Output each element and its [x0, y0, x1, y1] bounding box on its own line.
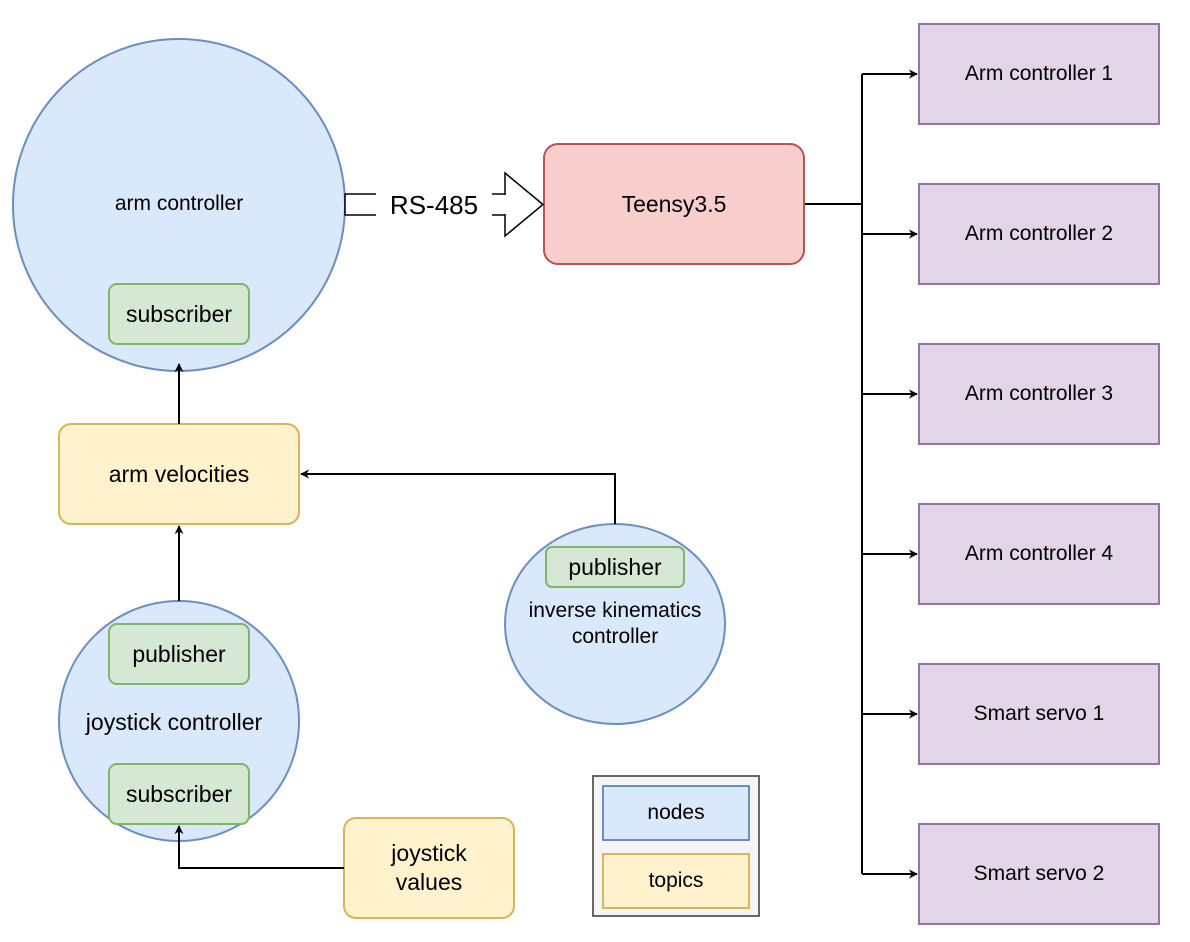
device-box-4	[918, 503, 1160, 605]
device-label-5: Smart servo 1	[973, 701, 1105, 725]
arrow-values-to-joystick	[174, 825, 344, 869]
legend-topics-swatch	[602, 853, 750, 909]
device-box-2	[918, 183, 1160, 285]
arm-velocities-label: arm velocities	[108, 460, 250, 487]
device-box-5	[918, 663, 1160, 765]
joystick-publisher-box	[108, 623, 250, 685]
joystick-subscriber-box	[108, 763, 250, 825]
rs485-label: RS-485	[376, 186, 492, 224]
legend-nodes-swatch	[602, 785, 750, 841]
device-label-1: Arm controller 1	[964, 61, 1114, 85]
device-box-6	[918, 823, 1160, 925]
device-label-4: Arm controller 4	[964, 541, 1114, 565]
ik-controller-label: inverse kinematics controller	[528, 598, 702, 648]
legend-nodes-label: nodes	[647, 800, 705, 824]
device-box-1	[918, 23, 1160, 125]
joystick-publisher-label: publisher	[132, 640, 226, 667]
arm-controller-subscriber-box	[108, 283, 250, 345]
joystick-subscriber-label: subscriber	[125, 780, 233, 807]
ik-publisher-label: publisher	[568, 553, 662, 580]
joystick-values-label: joystick values	[391, 840, 467, 895]
rs485-arrow-head	[504, 171, 545, 238]
device-label-6: Smart servo 2	[973, 861, 1105, 885]
device-box-3	[918, 343, 1160, 445]
teensy-label: Teensy3.5	[621, 190, 727, 217]
flow-arrows	[174, 363, 616, 869]
device-label-2: Arm controller 2	[964, 221, 1114, 245]
device-label-3: Arm controller 3	[964, 381, 1114, 405]
joystick-controller-label: joystick controller	[85, 708, 263, 735]
ik-publisher-box	[545, 546, 685, 588]
legend-topics-label: topics	[648, 868, 704, 892]
arrow-ik-to-velocities	[300, 469, 616, 524]
teensy-box	[543, 143, 805, 265]
arm-controller-subscriber-label: subscriber	[125, 300, 233, 327]
arm-controller-label: arm controller	[114, 191, 244, 215]
bus-connectors	[805, 69, 918, 879]
